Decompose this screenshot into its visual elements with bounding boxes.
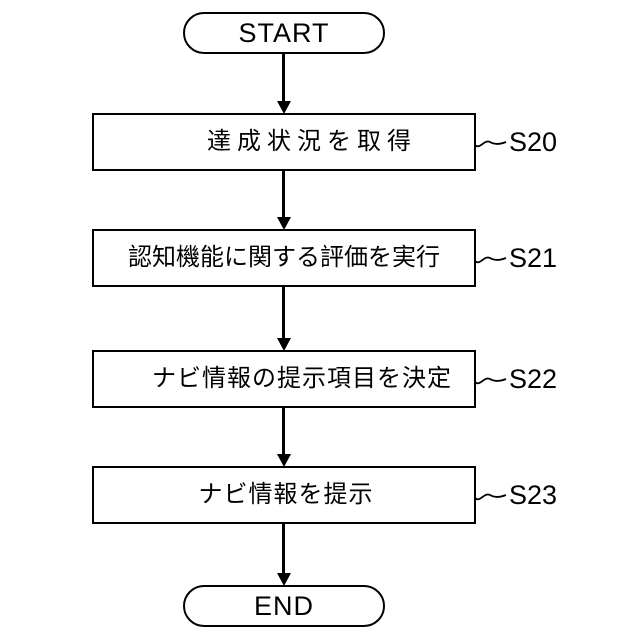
flow-arrow [270, 53, 297, 114]
arrow-head-icon [276, 454, 291, 467]
arrow-head-icon [276, 101, 291, 114]
arrow-line [282, 170, 285, 218]
arrow-head-icon [276, 217, 291, 230]
tilde-connector [475, 377, 507, 385]
step-ref-label: S20 [509, 126, 558, 157]
flow-arrow [270, 286, 297, 351]
process-text: ナビ情報の提示項目を決定 [152, 365, 452, 392]
step-ref-label: S22 [509, 363, 558, 394]
arrow-line [282, 523, 285, 574]
process-box-s22: ナビ情報の提示項目を決定 [92, 350, 476, 408]
start-label: START [238, 17, 330, 48]
start-terminal: START [183, 12, 385, 54]
end-label: END [253, 590, 314, 621]
step-ref-label: S21 [509, 242, 558, 273]
process-box-s20: 達成状況を取得 [92, 113, 476, 171]
flow-arrow [270, 170, 297, 230]
process-text: 達成状況を取得 [207, 128, 417, 155]
flow-arrow [270, 407, 297, 467]
process-text: 認知機能に関する評価を実行 [128, 244, 440, 271]
process-text: ナビ情報を提示 [198, 481, 374, 508]
flow-arrow [270, 523, 297, 586]
step-ref-label: S23 [509, 479, 558, 510]
end-terminal: END [183, 585, 385, 627]
arrow-line [282, 53, 285, 102]
tilde-connector [475, 493, 507, 501]
process-box-s21: 認知機能に関する評価を実行 [92, 229, 476, 287]
arrow-line [282, 286, 285, 339]
tilde-connector [475, 140, 507, 148]
arrow-head-icon [276, 573, 291, 586]
process-box-s23: ナビ情報を提示 [92, 466, 476, 524]
arrow-head-icon [276, 338, 291, 351]
tilde-connector [475, 256, 507, 264]
arrow-line [282, 407, 285, 455]
